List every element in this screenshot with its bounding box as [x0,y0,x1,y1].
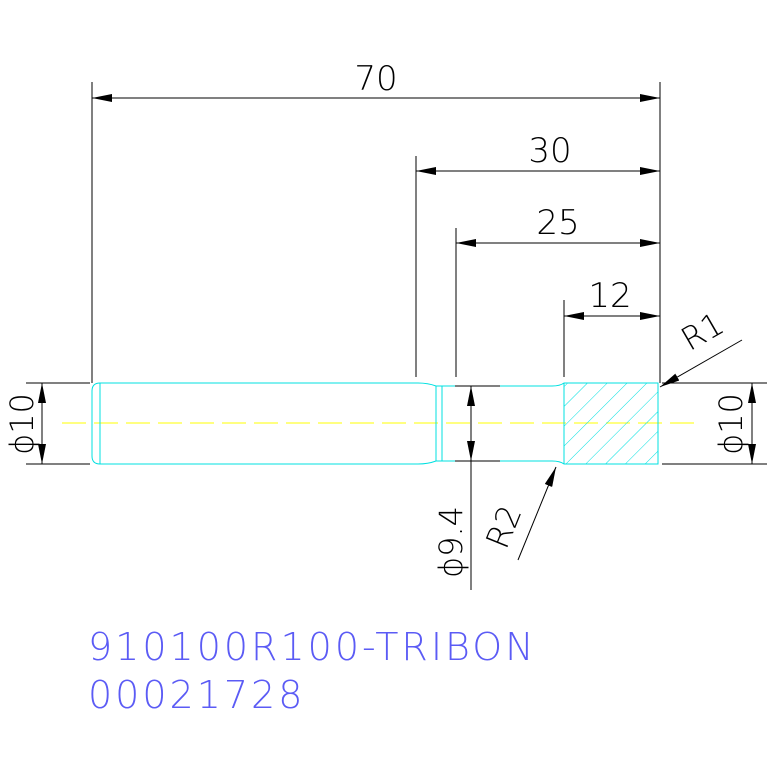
dim-text-r1: R1 [675,304,731,358]
part-code-label: 910100R100-TRIBON [88,625,537,669]
dim-text-70: 70 [354,59,397,99]
leader-r2 [517,466,557,561]
dim-text-30: 30 [528,131,571,171]
dim-text-dia-right: ϕ10 [712,393,750,455]
part-number-label: 00021728 [88,673,306,717]
dimension-lines [38,94,756,590]
leader-r1 [659,339,743,388]
dim-text-r2: R2 [478,500,529,554]
hatched-section [564,383,658,464]
dim-text-dia-left: ϕ10 [3,393,41,455]
dim-text-dia-neck: ϕ9.4 [432,506,470,578]
dim-text-12: 12 [588,276,631,316]
dim-text-25: 25 [536,203,579,243]
